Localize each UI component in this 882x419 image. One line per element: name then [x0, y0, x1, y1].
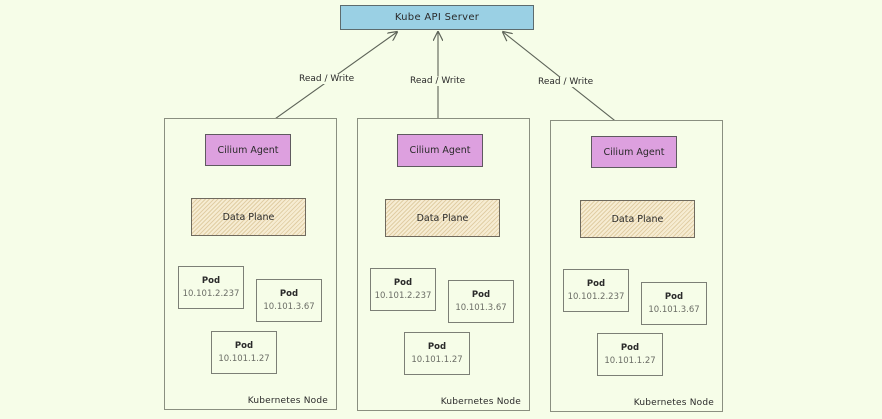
pod-title: Pod	[471, 289, 491, 300]
data-plane-node-2[interactable]: Data Plane	[385, 199, 500, 237]
data-plane-node-3[interactable]: Data Plane	[580, 200, 695, 238]
pod-node-2-c[interactable]: Pod 10.101.1.27	[404, 332, 470, 375]
pod-node-2-b[interactable]: Pod 10.101.3.67	[448, 280, 514, 323]
data-plane-node-1[interactable]: Data Plane	[191, 198, 306, 236]
pod-node-1-b[interactable]: Pod 10.101.3.67	[256, 279, 322, 322]
pod-title: Pod	[393, 277, 413, 288]
pod-ip: 10.101.1.27	[411, 354, 463, 365]
cilium-agent-label: Cilium Agent	[217, 144, 279, 156]
pod-ip: 10.101.3.67	[455, 302, 507, 313]
cilium-agent-node-1[interactable]: Cilium Agent	[205, 134, 291, 166]
pod-title: Pod	[201, 275, 221, 286]
pod-ip: 10.101.2.237	[182, 288, 240, 299]
data-plane-label: Data Plane	[222, 211, 275, 223]
read-write-label-node-2: Read / Write	[408, 76, 468, 86]
cilium-agent-label: Cilium Agent	[409, 145, 471, 156]
cilium-agent-node-2[interactable]: Cilium Agent	[397, 134, 483, 167]
cilium-agent-node-3[interactable]: Cilium Agent	[591, 136, 677, 168]
pod-node-1-a[interactable]: Pod 10.101.2.237	[178, 266, 244, 309]
pod-title: Pod	[427, 341, 447, 352]
pod-ip: 10.101.3.67	[648, 304, 700, 315]
pod-ip: 10.101.2.237	[567, 291, 625, 302]
pod-node-1-c[interactable]: Pod 10.101.1.27	[211, 331, 277, 374]
pod-ip: 10.101.1.27	[604, 355, 656, 366]
data-plane-label: Data Plane	[416, 212, 469, 224]
kube-api-server-label: Kube API Server	[394, 12, 480, 23]
cilium-agent-label: Cilium Agent	[603, 146, 665, 158]
read-write-label-node-1: Read / Write	[297, 74, 357, 84]
pod-node-3-c[interactable]: Pod 10.101.1.27	[597, 333, 663, 376]
pod-ip: 10.101.3.67	[263, 301, 315, 312]
data-plane-label: Data Plane	[611, 213, 664, 225]
read-write-label-node-3: Read / Write	[536, 77, 596, 87]
kubernetes-node-label: Kubernetes Node	[633, 398, 714, 408]
pod-node-3-a[interactable]: Pod 10.101.2.237	[563, 269, 629, 312]
pod-node-2-a[interactable]: Pod 10.101.2.237	[370, 268, 436, 311]
kubernetes-node-label: Kubernetes Node	[440, 397, 521, 407]
pod-title: Pod	[279, 288, 299, 299]
pod-title: Pod	[620, 342, 640, 353]
pod-ip: 10.101.2.237	[374, 290, 432, 301]
pod-node-3-b[interactable]: Pod 10.101.3.67	[641, 282, 707, 325]
kube-api-server-box[interactable]: Kube API Server	[340, 5, 534, 30]
pod-title: Pod	[234, 340, 254, 351]
pod-title: Pod	[664, 291, 684, 302]
pod-ip: 10.101.1.27	[218, 353, 270, 364]
kubernetes-node-label: Kubernetes Node	[247, 396, 328, 406]
pod-title: Pod	[586, 278, 606, 289]
